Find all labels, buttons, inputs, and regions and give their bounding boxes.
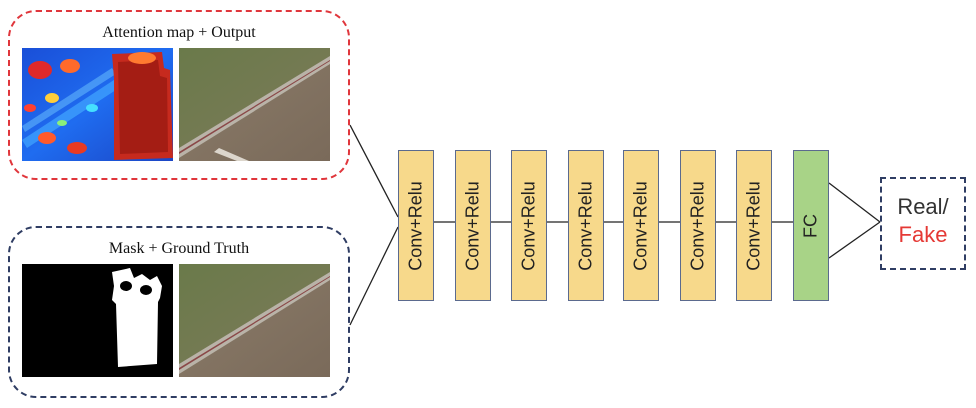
- conv-relu-label-3: Conv+Relu: [518, 180, 539, 271]
- connector-fc-output-top: [828, 182, 881, 223]
- connector-top-to-conv: [349, 124, 399, 218]
- conv-relu-block-2: Conv+Relu: [455, 150, 491, 301]
- real-fake-output-box: Real/ Fake: [880, 177, 966, 270]
- attention-output-group: Attention map + Output: [8, 10, 350, 180]
- conv-relu-label-5: Conv+Relu: [630, 180, 651, 271]
- conv-relu-label-2: Conv+Relu: [462, 180, 483, 271]
- output-aerial-image: [179, 48, 330, 161]
- fc-label: FC: [800, 213, 821, 238]
- conv-relu-label-1: Conv+Relu: [405, 180, 426, 271]
- conv-relu-label-4: Conv+Relu: [575, 180, 596, 271]
- conv-relu-label-6: Conv+Relu: [687, 180, 708, 271]
- conv-relu-block-4: Conv+Relu: [568, 150, 604, 301]
- conv-relu-block-7: Conv+Relu: [736, 150, 772, 301]
- connector-fc-output-bottom: [828, 221, 881, 259]
- conv-relu-block-1: Conv+Relu: [398, 150, 434, 301]
- conv-relu-block-3: Conv+Relu: [511, 150, 547, 301]
- attention-output-title: Attention map + Output: [102, 24, 256, 41]
- ground-truth-aerial-image: [179, 264, 330, 377]
- real-label: Real/: [897, 194, 949, 219]
- conv-relu-block-5: Conv+Relu: [623, 150, 659, 301]
- conv-relu-label-7: Conv+Relu: [743, 180, 764, 271]
- fc-block: FC: [793, 150, 829, 301]
- mask-ground-truth-title: Mask + Ground Truth: [108, 240, 250, 257]
- mask-ground-truth-group: Mask + Ground Truth: [8, 226, 350, 398]
- mask-image: [22, 264, 173, 377]
- attention-map-image: [22, 48, 173, 161]
- fake-label: Fake: [898, 222, 948, 247]
- conv-relu-block-6: Conv+Relu: [680, 150, 716, 301]
- connector-bottom-to-conv: [349, 226, 399, 326]
